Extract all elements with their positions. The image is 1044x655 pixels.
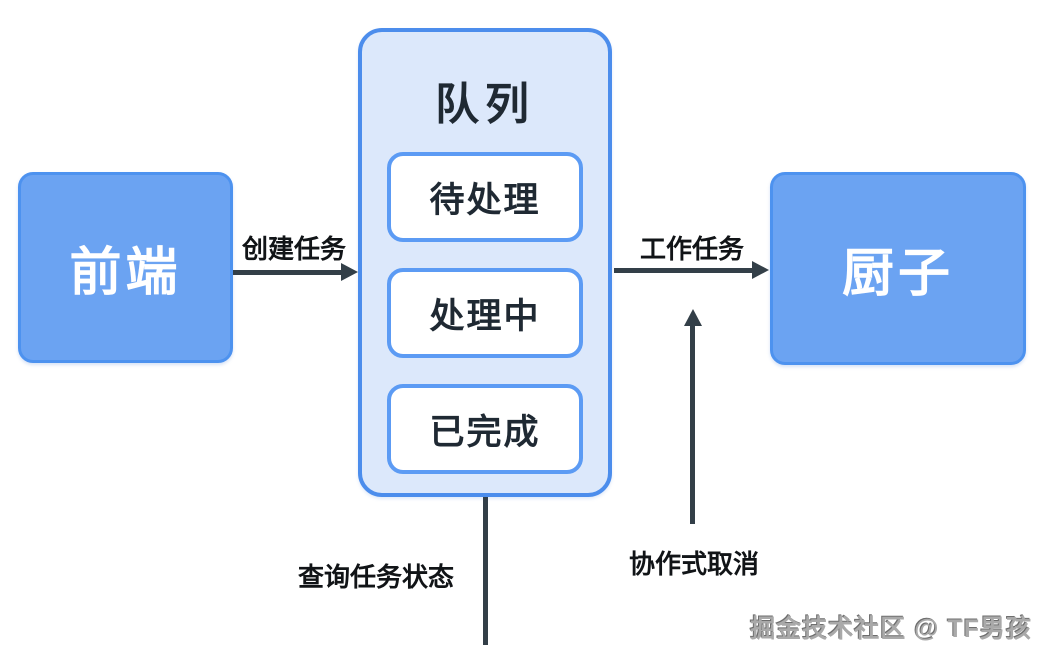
queue-state-processing: 处理中 (387, 268, 583, 358)
queue-state-pending: 待处理 (387, 152, 583, 242)
cooperative-cancel-arrow-line (690, 324, 695, 524)
cooperative-cancel-arrowhead-icon (684, 309, 702, 326)
work-task-arrow-line (614, 268, 752, 273)
queue-state-pending-label: 待处理 (429, 180, 541, 220)
queue-state-done-label: 已完成 (429, 412, 541, 452)
queue-state-done: 已完成 (387, 384, 583, 474)
chef-node: 厨子 (770, 172, 1026, 365)
create-task-label: 创建任务 (241, 234, 346, 264)
chef-node-label: 厨子 (841, 245, 954, 303)
create-task-arrowhead-icon (341, 263, 358, 281)
watermark: 掘金技术社区 @ TF男孩 (750, 615, 1032, 643)
cooperative-cancel-label: 协作式取消 (628, 549, 759, 579)
query-status-line (483, 497, 488, 645)
queue-state-processing-label: 处理中 (429, 296, 541, 336)
work-task-label: 工作任务 (639, 234, 744, 264)
frontend-node: 前端 (18, 172, 233, 363)
query-status-label: 查询任务状态 (297, 562, 454, 592)
work-task-arrowhead-icon (752, 261, 769, 279)
create-task-arrow-line (233, 270, 343, 275)
queue-title: 队列 (435, 80, 535, 129)
frontend-node-label: 前端 (69, 244, 182, 302)
queue-container: 队列 待处理 处理中 已完成 (358, 28, 612, 497)
